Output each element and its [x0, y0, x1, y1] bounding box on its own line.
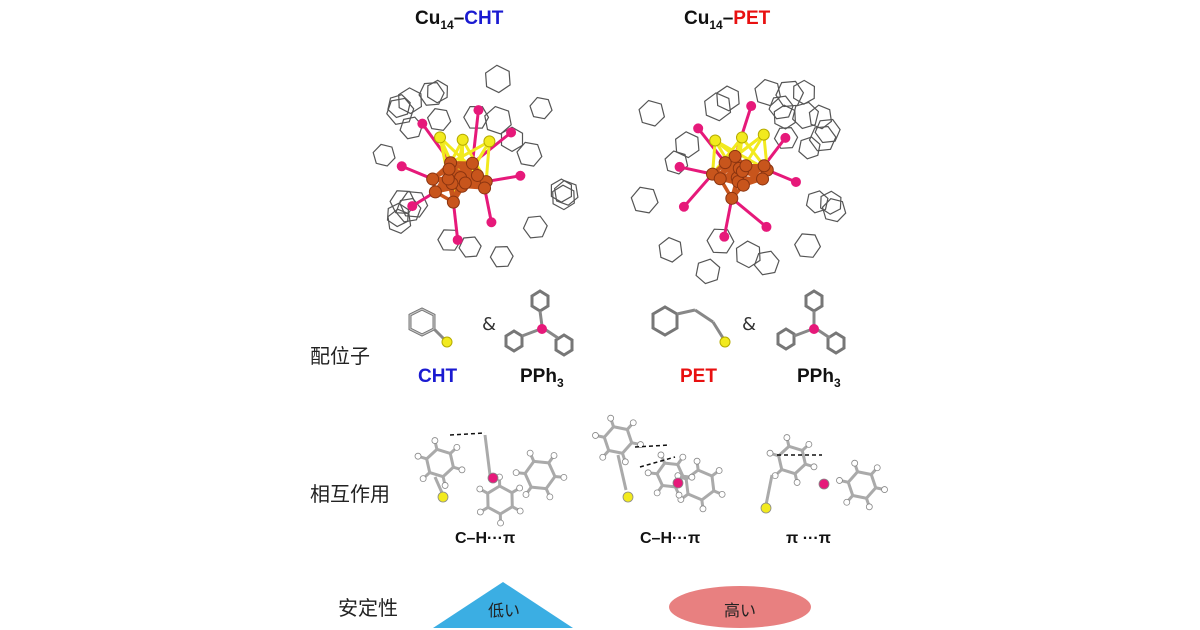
stability-triangle-low: [433, 582, 573, 628]
row-label-ligand: 配位子: [310, 344, 370, 368]
interaction-model-pet-ch-pi-icon: [592, 414, 726, 513]
stability-label-high: 高い: [724, 601, 757, 620]
stability-ellipse-high: [669, 586, 811, 628]
row-label-interaction: 相互作用: [310, 482, 390, 506]
ligand-name-pph3-right: PPh3: [797, 366, 841, 390]
stability-label-low: 低い: [488, 601, 521, 620]
ligand-pph3-left-icon: [504, 289, 574, 357]
row-label-stability: 安定性: [338, 596, 398, 620]
title-cu14-cht: Cu14–CHT: [415, 8, 504, 32]
ligand-name-pet: PET: [680, 366, 717, 387]
ampersand-right: &: [742, 314, 757, 335]
ligand-pph3-right-icon: [776, 289, 846, 355]
title-cu14-pet: Cu14–PET: [684, 8, 771, 32]
ligand-cht-icon: [408, 307, 453, 348]
ligand-name-pph3-left: PPh3: [520, 366, 564, 390]
ligand-pet-icon: [651, 305, 731, 348]
interaction-label-right: π ···π: [786, 530, 831, 547]
ligand-name-cht: CHT: [418, 366, 458, 387]
interaction-label-mid: C–H···π: [640, 530, 701, 547]
ampersand-left: &: [482, 314, 497, 335]
cluster-structure-pet-icon: [630, 78, 847, 285]
interaction-model-pet-pi-pi-icon: [760, 434, 888, 514]
interaction-model-cht-icon: [414, 432, 568, 527]
interaction-label-left: C–H···π: [455, 530, 516, 547]
cluster-structure-cht-icon: [372, 64, 579, 268]
